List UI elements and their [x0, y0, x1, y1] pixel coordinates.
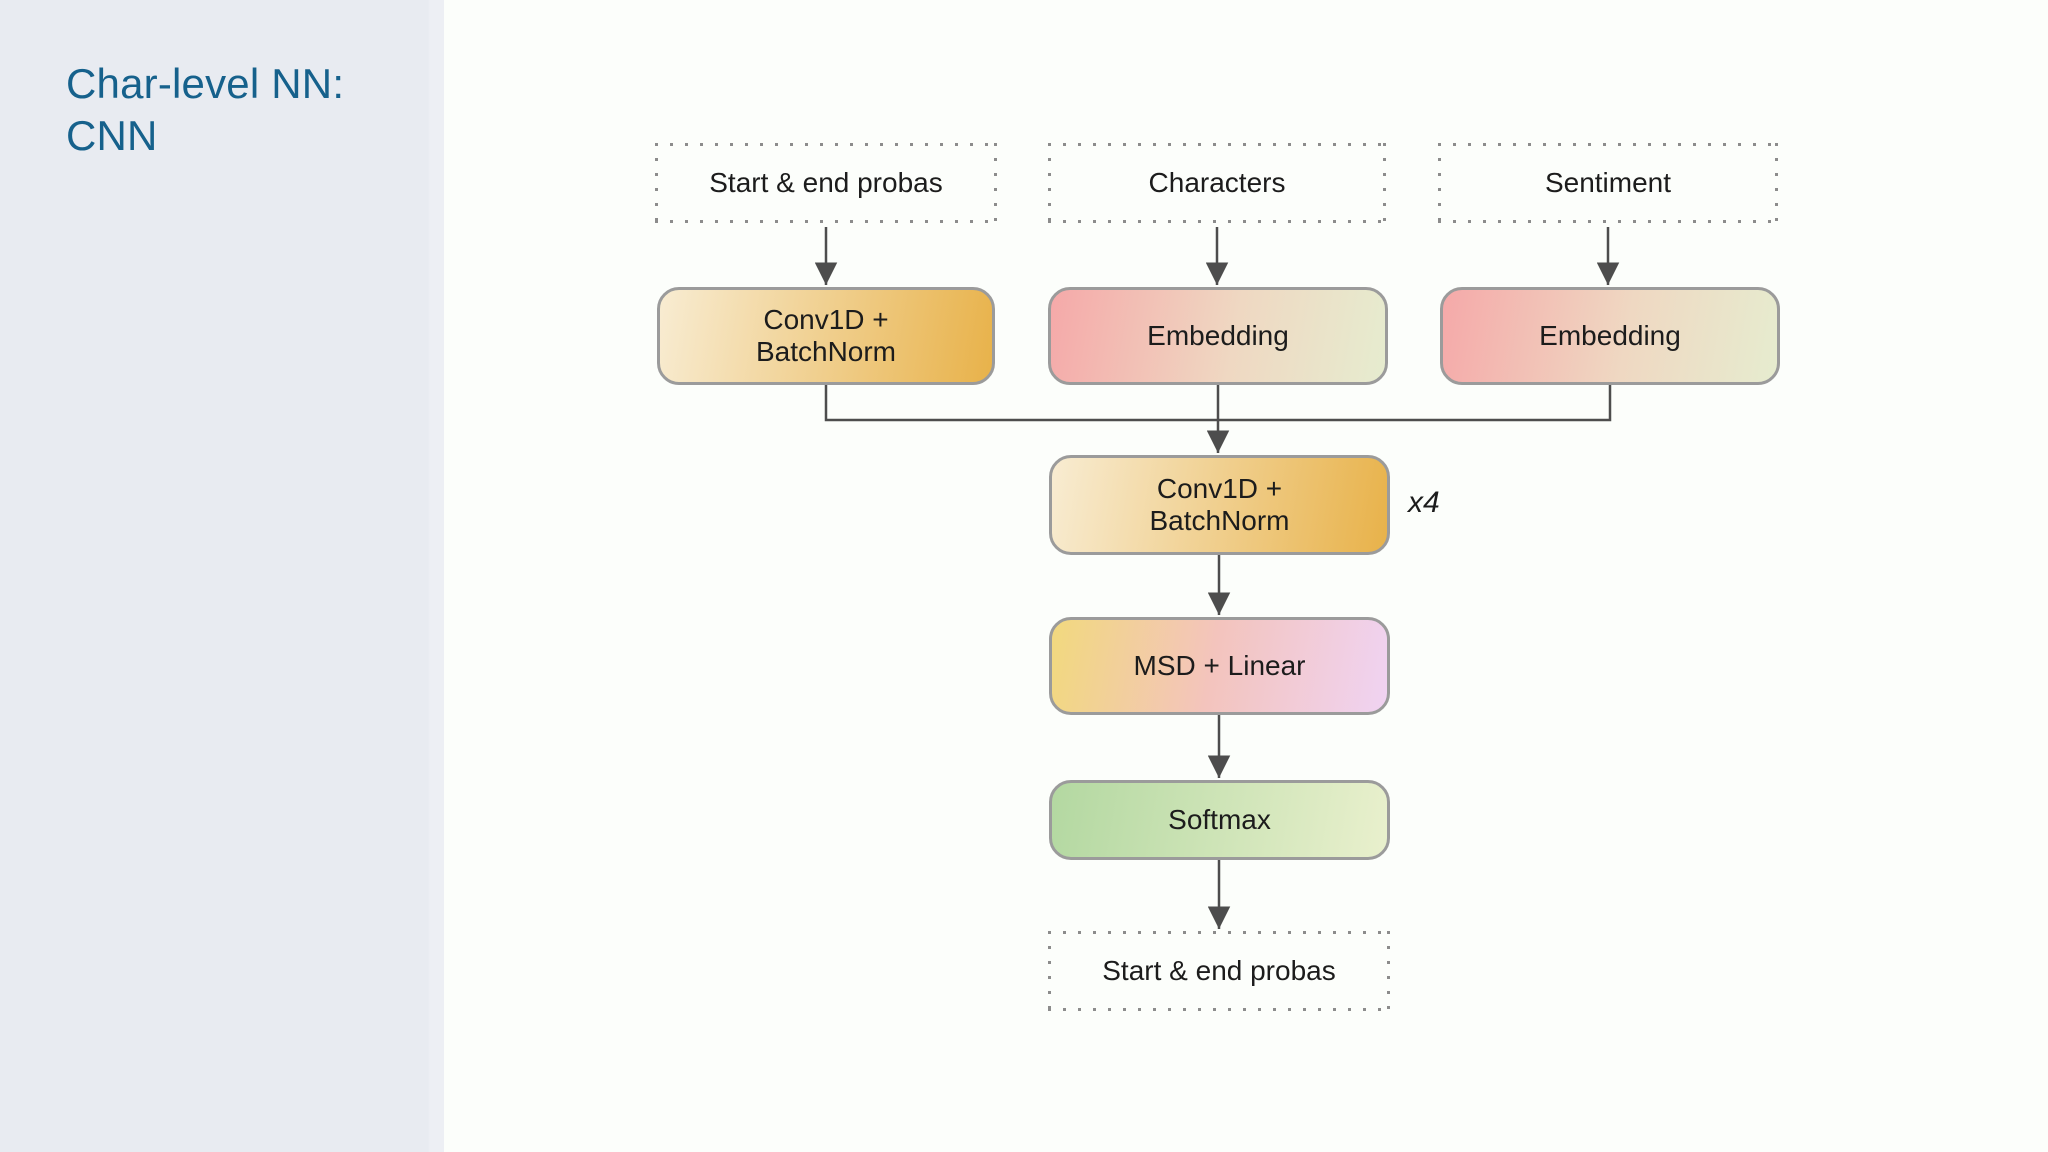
node-output-start-end-probas: Start & end probas — [1048, 931, 1390, 1011]
sidebar-panel: Char-level NN: CNN — [0, 0, 444, 1152]
node-label: Sentiment — [1544, 166, 1672, 198]
node-embedding-characters: Embedding — [1048, 287, 1388, 385]
node-msd-linear: MSD + Linear — [1049, 617, 1390, 715]
node-label: MSD + Linear — [1133, 649, 1306, 681]
node-label: Embedding — [1147, 319, 1289, 351]
node-label: Conv1D + BatchNorm — [755, 303, 897, 367]
node-label: Start & end probas — [709, 166, 943, 198]
node-label: Conv1D + BatchNorm — [1149, 472, 1290, 536]
slide-title: Char-level NN: CNN — [66, 60, 345, 159]
repeat-x4-label: x4 — [1408, 486, 1440, 519]
node-label: Start & end probas — [1102, 954, 1336, 986]
merge-connector — [824, 385, 1612, 422]
node-embedding-sentiment: Embedding — [1440, 287, 1780, 385]
node-label: Embedding — [1539, 319, 1681, 351]
node-conv1d-batchnorm-top: Conv1D + BatchNorm — [657, 287, 995, 385]
node-input-start-end-probas: Start & end probas — [655, 143, 997, 223]
node-input-characters: Characters — [1048, 143, 1386, 223]
node-input-sentiment: Sentiment — [1438, 143, 1778, 223]
node-conv1d-batchnorm-main: Conv1D + BatchNorm — [1049, 455, 1390, 555]
node-label: Softmax — [1168, 803, 1271, 835]
node-label: Characters — [1148, 166, 1286, 198]
node-softmax: Softmax — [1049, 780, 1390, 860]
